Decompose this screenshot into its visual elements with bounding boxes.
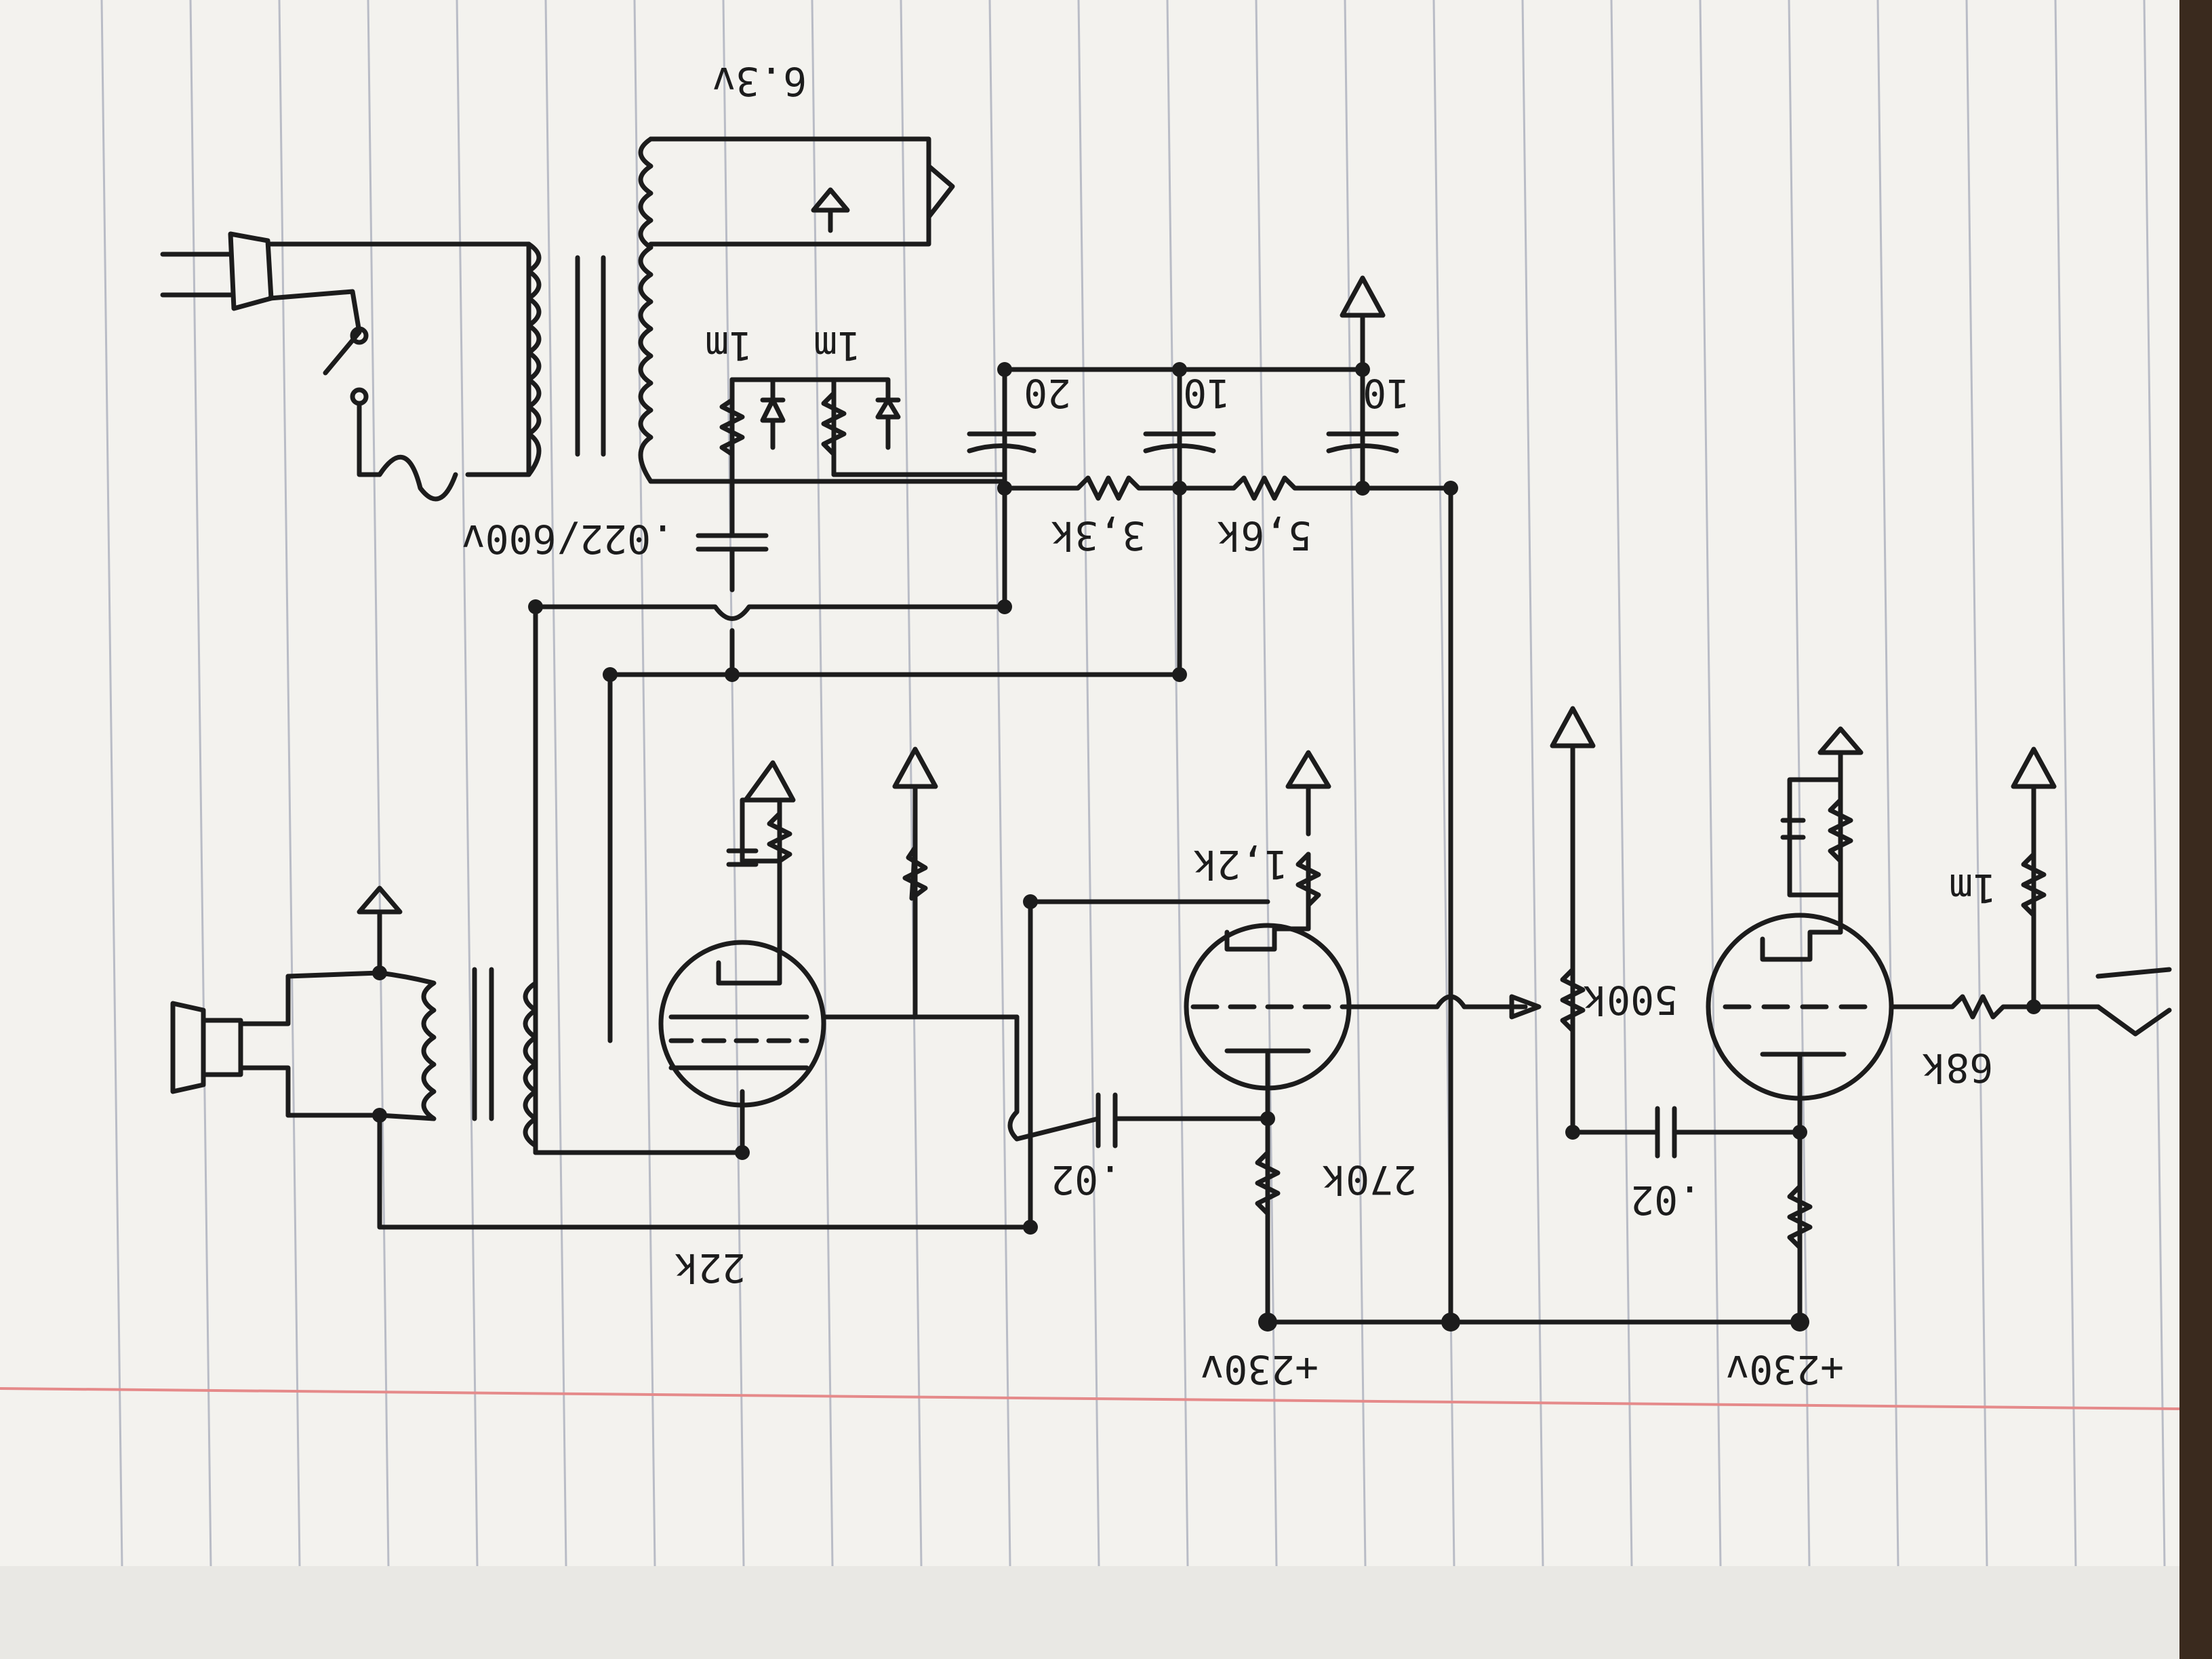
rectifier-section (719, 377, 1007, 484)
ruling-line (1255, 0, 1278, 1567)
page-rulings (100, 0, 2166, 1567)
ruling-line (1344, 0, 1367, 1567)
label-cap-20: 20 (1024, 370, 1071, 416)
circuit-drawing: 6.3v 20 10 10 1m 1m 3,3k 5,6k .022/600v … (160, 58, 2172, 1393)
ruling-line (544, 0, 567, 1567)
ruling-line (1699, 0, 1722, 1567)
label-r-1m-b: 1m (813, 323, 861, 369)
label-coupling-cap-hv: .022/600v (462, 516, 675, 562)
ruling-line (1521, 0, 1544, 1567)
label-supply-b: +230v (1725, 1346, 1844, 1393)
input-stage (1550, 706, 2172, 1325)
component-labels: 6.3v 20 10 10 1m 1m 3,3k 5,6k .022/600v … (462, 58, 1996, 1393)
ruling-line (1610, 0, 1633, 1567)
ruling-line (189, 0, 212, 1567)
ruling-line (811, 0, 834, 1567)
label-cap-02b: .02 (1630, 1177, 1702, 1223)
label-cap-10a: 10 (1183, 370, 1230, 416)
junction-dots (372, 362, 2041, 1332)
ruling-line (1788, 0, 1811, 1567)
label-r-68k: 68k (1922, 1045, 1993, 1091)
label-r-22k: 22k (675, 1245, 746, 1291)
power-transformer-icon (526, 136, 1007, 484)
label-r-5k6: 5,6k (1217, 513, 1312, 559)
power-tube-icon (658, 746, 1020, 1108)
driver-stage (1007, 750, 1542, 1325)
label-r-1m-a: 1m (705, 323, 752, 369)
desk-edge (2179, 0, 2212, 1659)
label-heater-voltage: 6.3v (712, 58, 807, 104)
ruling-line (633, 0, 656, 1567)
label-r-1m-in: 1m (1949, 865, 1996, 911)
ruling-line (1166, 0, 1189, 1567)
ruling-line (1876, 0, 1899, 1567)
ruling-line (278, 0, 301, 1567)
label-r-270k: 270k (1322, 1157, 1417, 1203)
ruling-line (100, 0, 123, 1567)
ruling-line (988, 0, 1011, 1567)
mains-plug-icon (160, 231, 531, 502)
notebook-page (0, 0, 2212, 1566)
ruling-line (456, 0, 479, 1567)
label-cap-10b: 10 (1363, 370, 1410, 416)
ruling-line (722, 0, 745, 1567)
ruling-line (2054, 0, 2077, 1567)
ruling-line (1965, 0, 1988, 1567)
label-pot-500k: 500k (1583, 977, 1678, 1023)
ruling-line (2143, 0, 2166, 1567)
margin-line (0, 1387, 2180, 1410)
label-r-1k2: 1,2k (1193, 841, 1288, 887)
label-cap-02a: .02 (1051, 1157, 1122, 1203)
next-page (0, 1566, 2212, 1659)
ruling-line (367, 0, 390, 1567)
ruling-line (900, 0, 923, 1567)
label-r-3k3: 3,3k (1051, 513, 1146, 559)
ruling-line (1077, 0, 1100, 1567)
label-supply-a: +230v (1200, 1346, 1319, 1393)
